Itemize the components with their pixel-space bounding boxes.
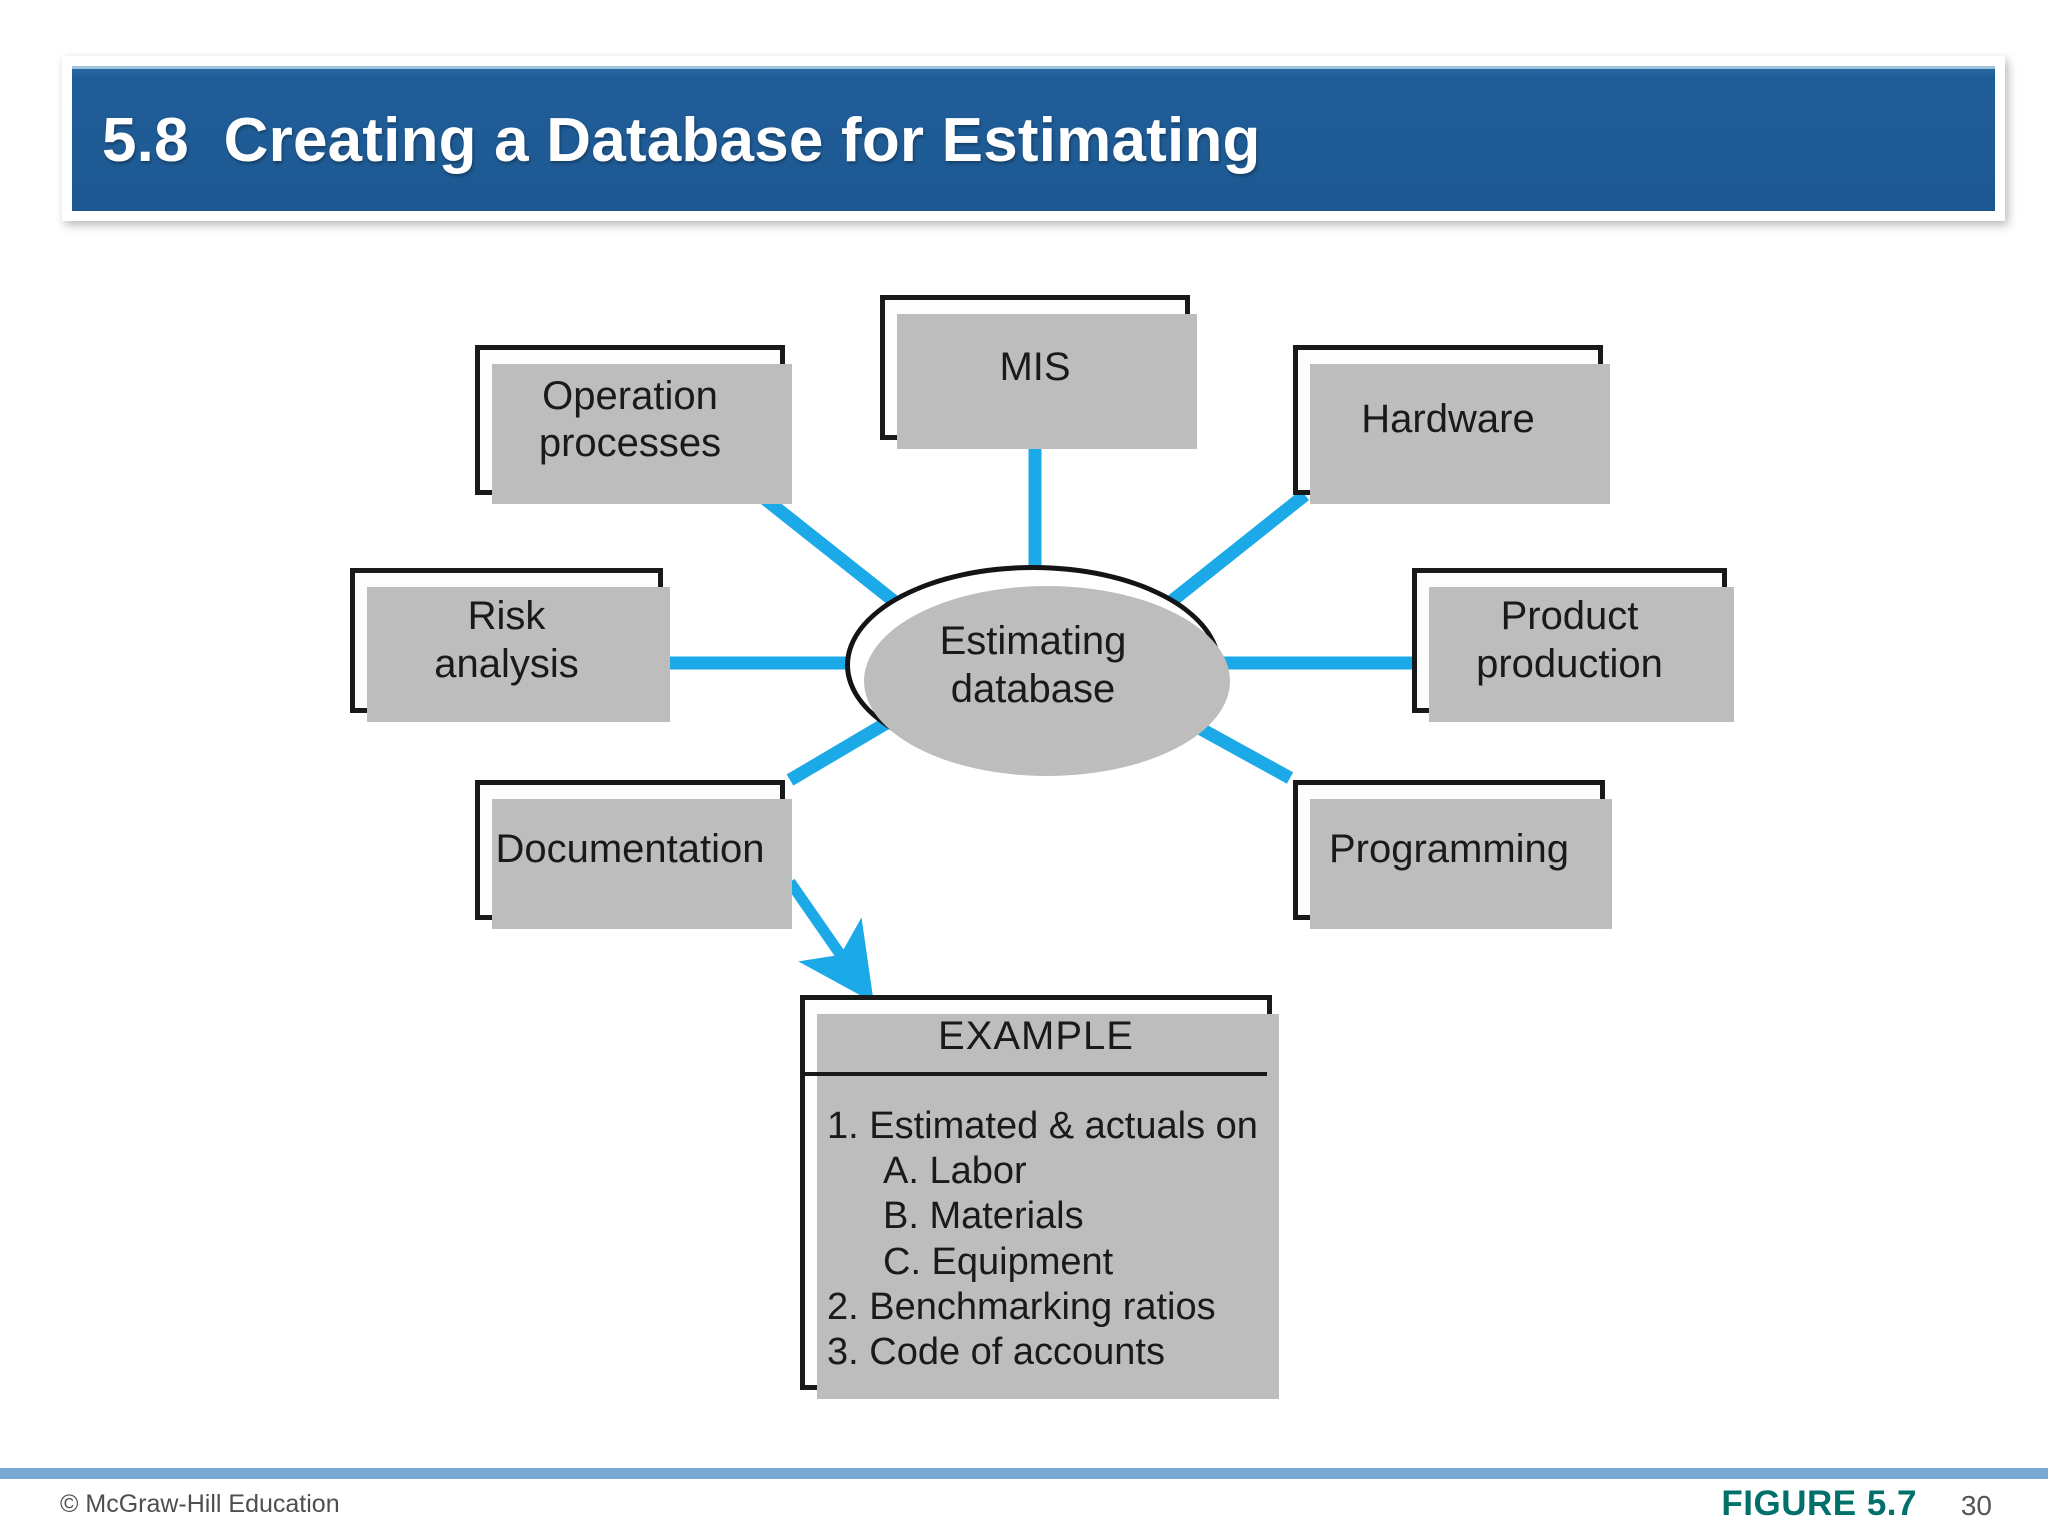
example-list: 1. Estimated & actuals on A. Labor B. Ma…: [805, 1076, 1267, 1375]
node-risk-analysis[interactable]: Risk analysis: [350, 568, 670, 722]
node-label-operation-processes: Operation processes: [538, 373, 722, 465]
example-item-2: 2. Benchmarking ratios: [827, 1285, 1216, 1328]
node-documentation[interactable]: Documentation: [475, 780, 792, 929]
node-label-hardware: Hardware: [1361, 397, 1535, 442]
node-label-programming: Programming: [1328, 827, 1570, 872]
node-label-risk-analysis: Risk analysis: [434, 594, 579, 686]
title-banner: 5.8 Creating a Database for Estimating: [72, 66, 1995, 211]
example-item-1a: A. Labor: [883, 1150, 1027, 1193]
example-item-1c: C. Equipment: [883, 1240, 1114, 1283]
link-hardware: [1158, 489, 1310, 614]
node-product-production[interactable]: Product production: [1412, 568, 1734, 722]
example-item-3: 3. Code of accounts: [827, 1331, 1165, 1374]
footer-figure-label: FIGURE 5.7: [1721, 1484, 1917, 1523]
node-label-estimating-database: Estimating database: [939, 619, 1127, 711]
link-documentation-to-example: [785, 878, 874, 1003]
footer-page-number: 30: [1960, 1490, 1992, 1521]
estimating-database-diagram: Operation processes MIS Hardware Risk an…: [0, 250, 2048, 1430]
node-estimating-database[interactable]: Estimating database: [845, 565, 1230, 776]
node-label-product-production: Product production: [1476, 594, 1663, 686]
example-header: EXAMPLE: [805, 1000, 1267, 1076]
link-operation-processes: [755, 489, 910, 616]
footer-divider: [0, 1468, 2048, 1479]
link-documentation: [786, 709, 904, 786]
page-title: 5.8 Creating a Database for Estimating: [102, 105, 1261, 175]
node-mis[interactable]: MIS: [880, 295, 1197, 449]
node-operation-processes[interactable]: Operation processes: [475, 345, 792, 504]
example-item-1b: B. Materials: [883, 1195, 1084, 1238]
example-panel[interactable]: EXAMPLE 1. Estimated & actuals on A. Lab…: [800, 995, 1279, 1399]
node-programming[interactable]: Programming: [1293, 780, 1612, 929]
footer-copyright: © McGraw-Hill Education: [60, 1490, 340, 1518]
node-label-documentation: Documentation: [495, 827, 765, 872]
example-item-1: 1. Estimated & actuals on: [827, 1105, 1258, 1147]
node-label-mis: MIS: [999, 344, 1071, 389]
node-hardware[interactable]: Hardware: [1293, 345, 1610, 504]
